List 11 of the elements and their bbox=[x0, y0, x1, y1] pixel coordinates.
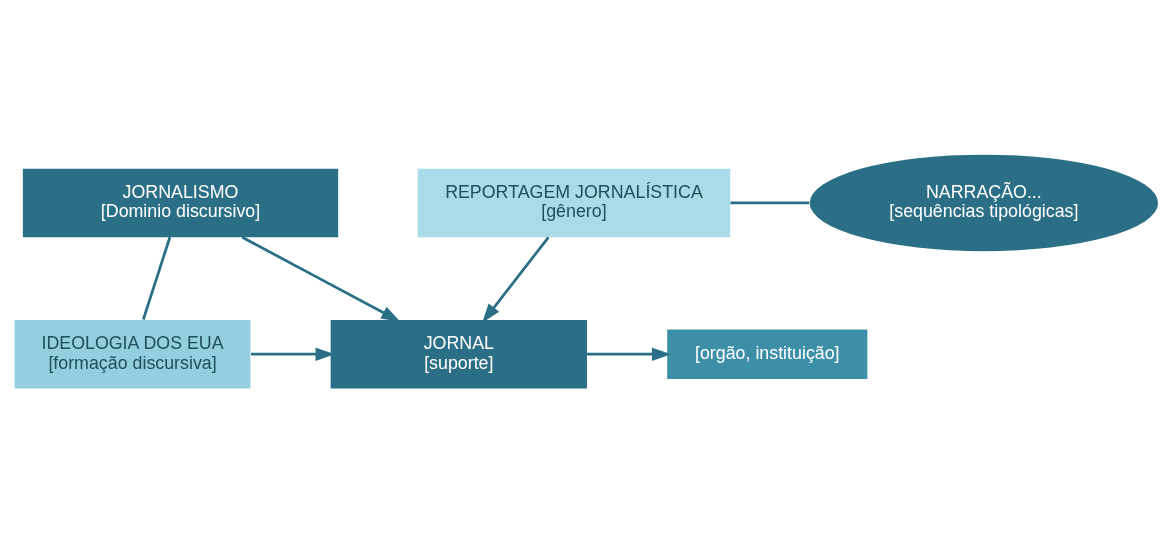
arrow bbox=[587, 347, 672, 361]
node-box: REPORTAGEM JORNALÍSTICA [gênero] bbox=[417, 168, 731, 238]
node-box: JORNAL [suporte] bbox=[330, 319, 587, 389]
connector bbox=[142, 236, 172, 320]
node-box: [orgão, instituição] bbox=[667, 329, 868, 379]
arrow bbox=[482, 236, 550, 323]
arrow bbox=[241, 236, 401, 322]
node-box: IDEOLOGIA DOS EUA [formação discursiva] bbox=[14, 319, 251, 389]
node-ellipse: NARRAÇÃO... [sequências tipológicas] bbox=[809, 154, 1159, 252]
connector bbox=[730, 201, 810, 205]
node-box: JORNALISMO [Dominio discursivo] bbox=[22, 168, 339, 238]
